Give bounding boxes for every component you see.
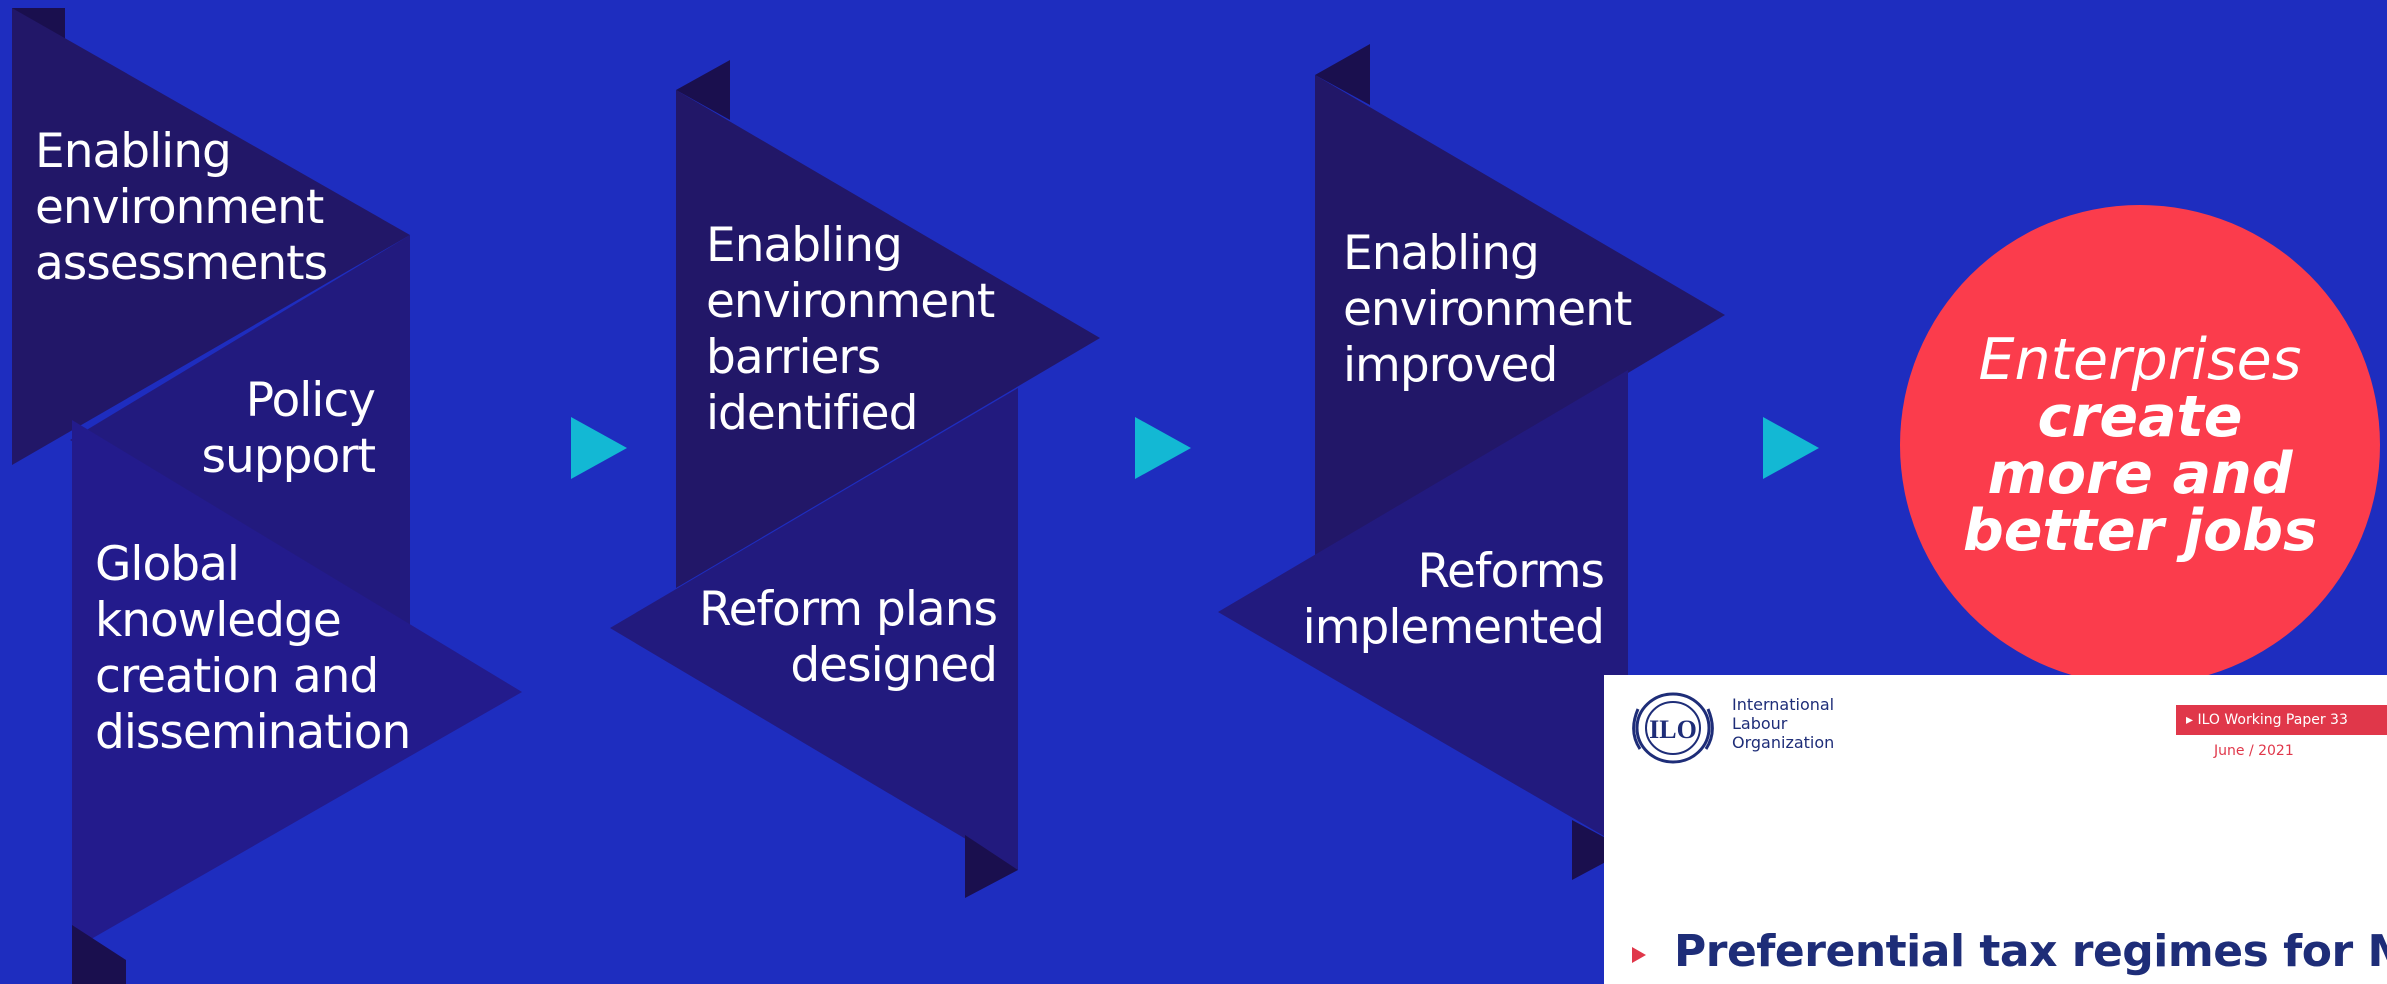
stage-2-shapes (610, 60, 1100, 898)
stage-2-label-reform-plans: Reform plans designed (699, 582, 998, 693)
stage-2-triangle-bottom (610, 388, 1018, 870)
stage-2-triangle-top (676, 90, 1100, 588)
stage-3-label-reforms-implemented: Reforms implemented (1302, 544, 1605, 655)
stage-1-triangle-bottom (72, 420, 522, 950)
organization-name: International Labour Organization (1732, 695, 1835, 752)
stage-1-label-assessments: Enabling environment assessments (35, 124, 328, 291)
stage-3-label-improved: Enabling environment improved (1343, 226, 1632, 393)
stage-1-fold-bottom (72, 925, 126, 984)
publication-date: June / 2021 (2214, 743, 2294, 759)
stage-1-shapes (12, 8, 522, 984)
play-arrow-icon (571, 417, 627, 479)
stage-1-triangle-top (12, 8, 410, 465)
outcome-text: Enterprises create more and better jobs (1963, 327, 2317, 564)
play-arrow-icon (1135, 417, 1191, 479)
stage-1-label-policy-support: Policy support (201, 373, 376, 484)
stage-3-fold-top (1315, 44, 1370, 105)
stage-1-triangle-middle (70, 235, 410, 640)
working-paper-badge: ▸ ILO Working Paper 33 (2176, 705, 2387, 735)
ilo-globe-icon: ILO (1632, 692, 1714, 764)
play-arrow-icon (1763, 417, 1819, 479)
stage-3-triangle-top (1315, 75, 1725, 560)
stage-2-fold-bottom (965, 835, 1018, 898)
stage-3-shapes (1218, 44, 1725, 880)
document-title: Preferential tax regimes for MSME (1674, 926, 2387, 977)
stage-1-label-global-knowledge: Global knowledge creation and disseminat… (95, 537, 411, 760)
title-bullet-icon (1632, 947, 1646, 963)
outcome-circle: Enterprises create more and better jobs (1900, 205, 2380, 685)
working-paper-cover: ILO International Labour Organization ▸ … (1604, 675, 2387, 984)
stage-3-triangle-bottom (1218, 370, 1628, 850)
stage-2-label-barriers: Enabling environment barriers identified (706, 218, 995, 441)
stage-2-fold-top (676, 60, 730, 120)
svg-text:ILO: ILO (1649, 715, 1697, 744)
stage-3-fold-bottom (1572, 820, 1628, 880)
